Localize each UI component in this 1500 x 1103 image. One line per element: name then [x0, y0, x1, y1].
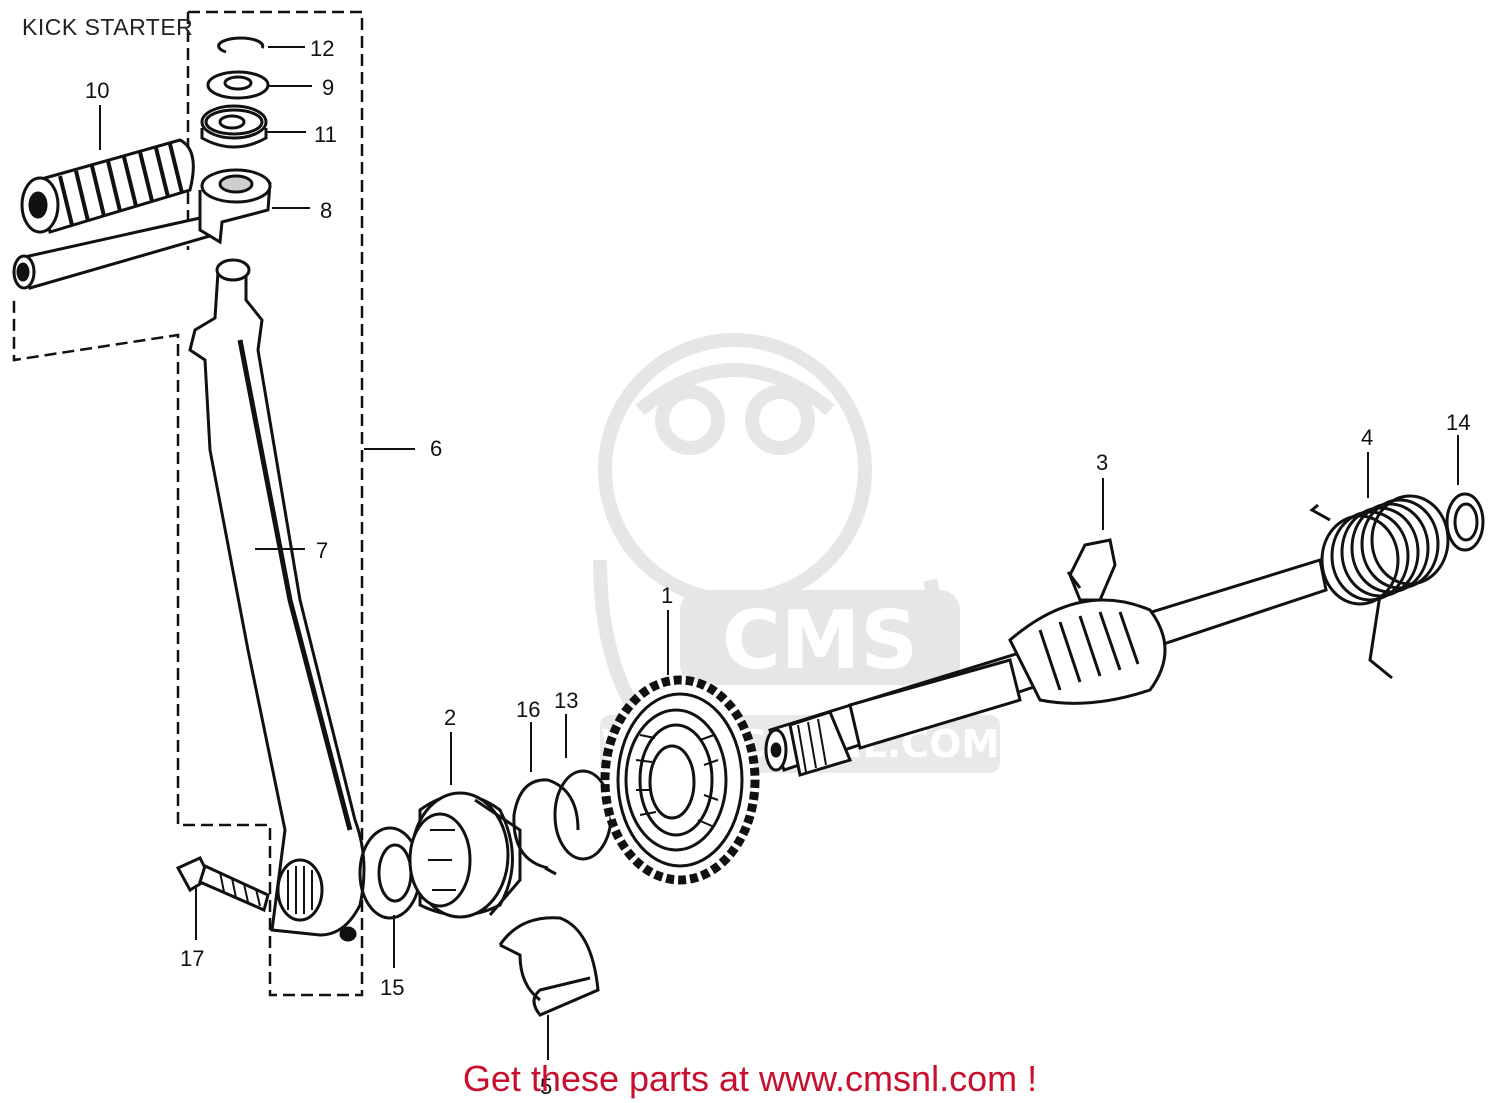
callout-7: 7: [316, 538, 328, 563]
part-bolt: [175, 856, 270, 913]
part-circlip-16: [512, 778, 580, 876]
watermark-goggle-right: [745, 385, 815, 455]
callout-2: 2: [444, 705, 456, 730]
part-spring-clip: [498, 916, 600, 1017]
watermark-goggle-left: [655, 385, 725, 455]
part-circlip: [217, 36, 265, 54]
part-kick-starter-arm: [188, 258, 366, 942]
leader-lines: [99, 46, 1459, 1060]
kick-lever-assembly-outline: [12, 10, 364, 997]
callout-5: 5: [540, 1074, 552, 1099]
callout-10: 10: [85, 78, 109, 103]
part-kick-gear: [600, 675, 760, 885]
part-kick-arm: [12, 168, 272, 290]
part-rubber-grip: [20, 138, 195, 234]
callout-14: 14: [1446, 410, 1470, 435]
callout-9: 9: [322, 75, 334, 100]
callout-12: 12: [310, 36, 334, 61]
callout-16: 16: [516, 697, 540, 722]
callout-1: 1: [661, 583, 673, 608]
callout-3: 3: [1096, 450, 1108, 475]
watermark-brand-box: [680, 590, 960, 685]
footer-link-text[interactable]: Get these parts at www.cmsnl.com !: [462, 1058, 1038, 1099]
page-title: KICK STARTER: [22, 14, 194, 40]
part-kick-spindle: [764, 538, 1328, 777]
part-washer: [206, 70, 270, 100]
part-spring-washer: [200, 104, 268, 149]
callout-17: 17: [180, 946, 204, 971]
callout-6: 6: [430, 436, 442, 461]
callout-11: 11: [314, 122, 337, 147]
callout-4: 4: [1361, 425, 1373, 450]
part-washer-14: [1445, 492, 1485, 552]
part-ratchet: [408, 791, 522, 919]
callout-13: 13: [554, 688, 578, 713]
callout-15: 15: [380, 975, 404, 1000]
watermark-brand: CMS: [722, 594, 918, 687]
watermark-head-circle: [598, 333, 872, 607]
watermark-goggles-strap: [635, 363, 835, 416]
callout-8: 8: [320, 198, 332, 223]
part-return-spring: [1309, 494, 1450, 680]
